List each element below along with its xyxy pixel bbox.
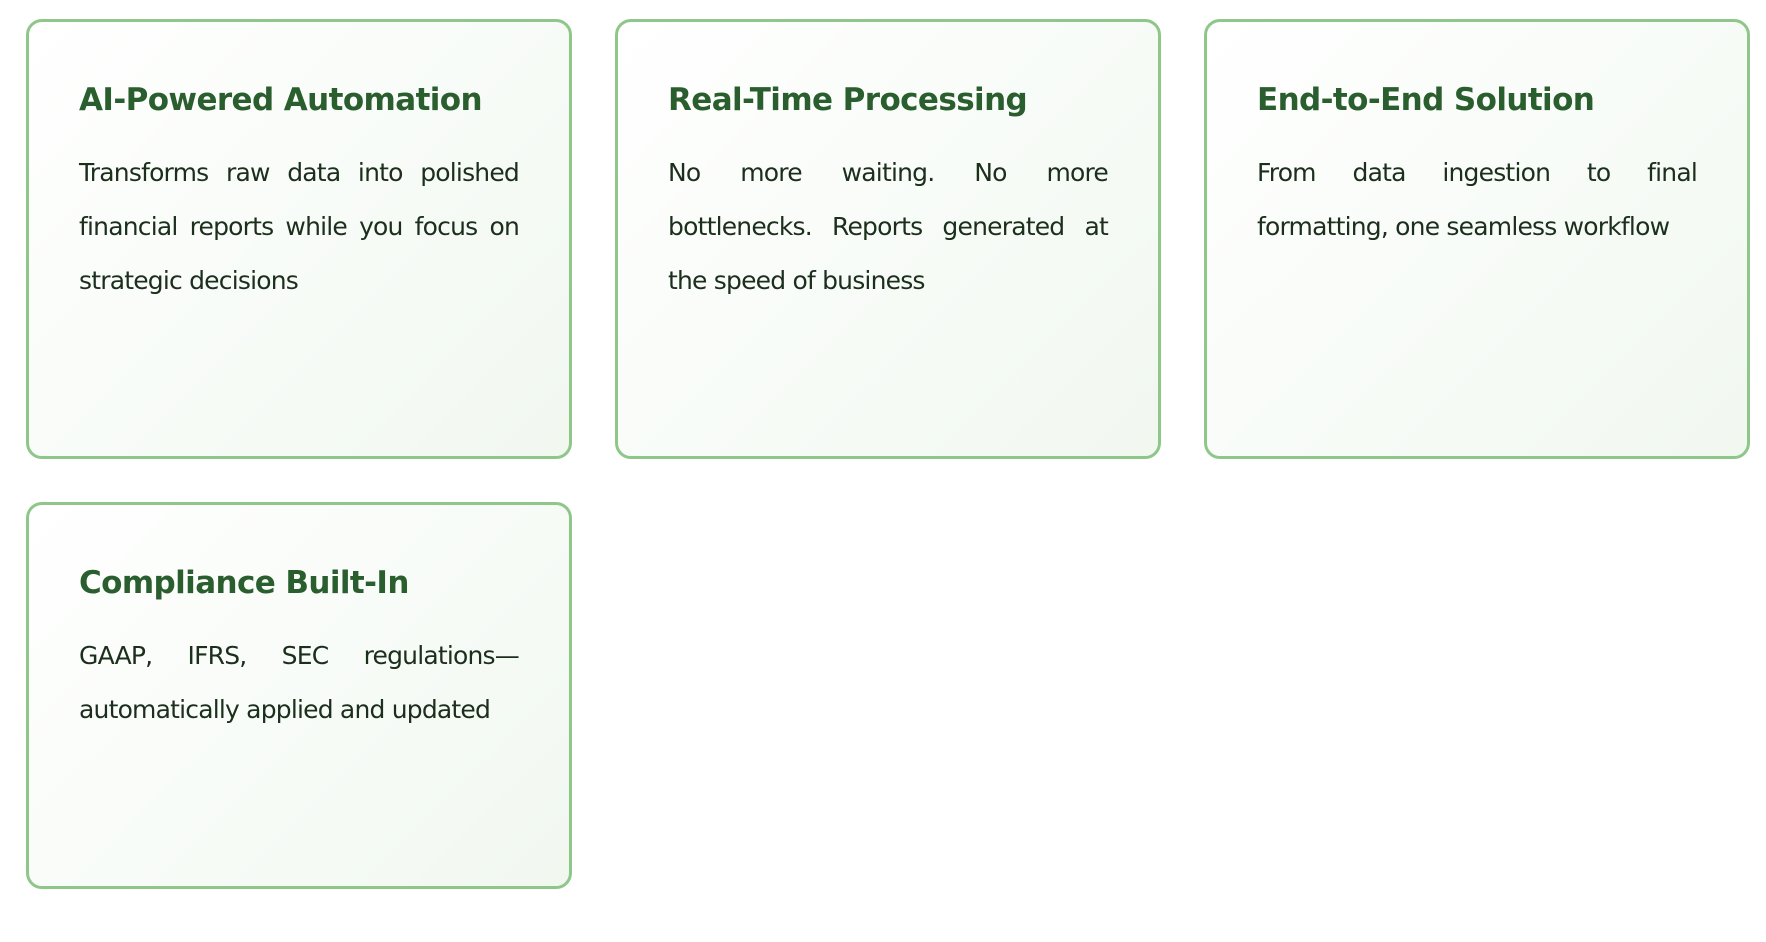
- feature-description: From data ingestion to final formatting,…: [1257, 158, 1698, 241]
- feature-description: No more waiting. No more bottlenecks. Re…: [668, 158, 1109, 295]
- feature-grid: AI-Powered Automation Transforms raw dat…: [26, 19, 1750, 942]
- feature-title: End-to-End Solution: [1257, 82, 1595, 118]
- feature-card-compliance: Compliance Built-In GAAP, IFRS, SEC regu…: [26, 502, 572, 889]
- feature-title: Real-Time Processing: [668, 82, 1028, 118]
- feature-card-end-to-end: End-to-End Solution From data ingestion …: [1204, 19, 1750, 459]
- feature-description: GAAP, IFRS, SEC regulations—automaticall…: [79, 641, 520, 724]
- feature-card-ai-automation: AI-Powered Automation Transforms raw dat…: [26, 19, 572, 459]
- feature-description: Transforms raw data into polished financ…: [79, 158, 520, 295]
- feature-card-real-time-processing: Real-Time Processing No more waiting. No…: [615, 19, 1161, 459]
- feature-title: AI-Powered Automation: [79, 82, 483, 118]
- feature-title: Compliance Built-In: [79, 565, 409, 601]
